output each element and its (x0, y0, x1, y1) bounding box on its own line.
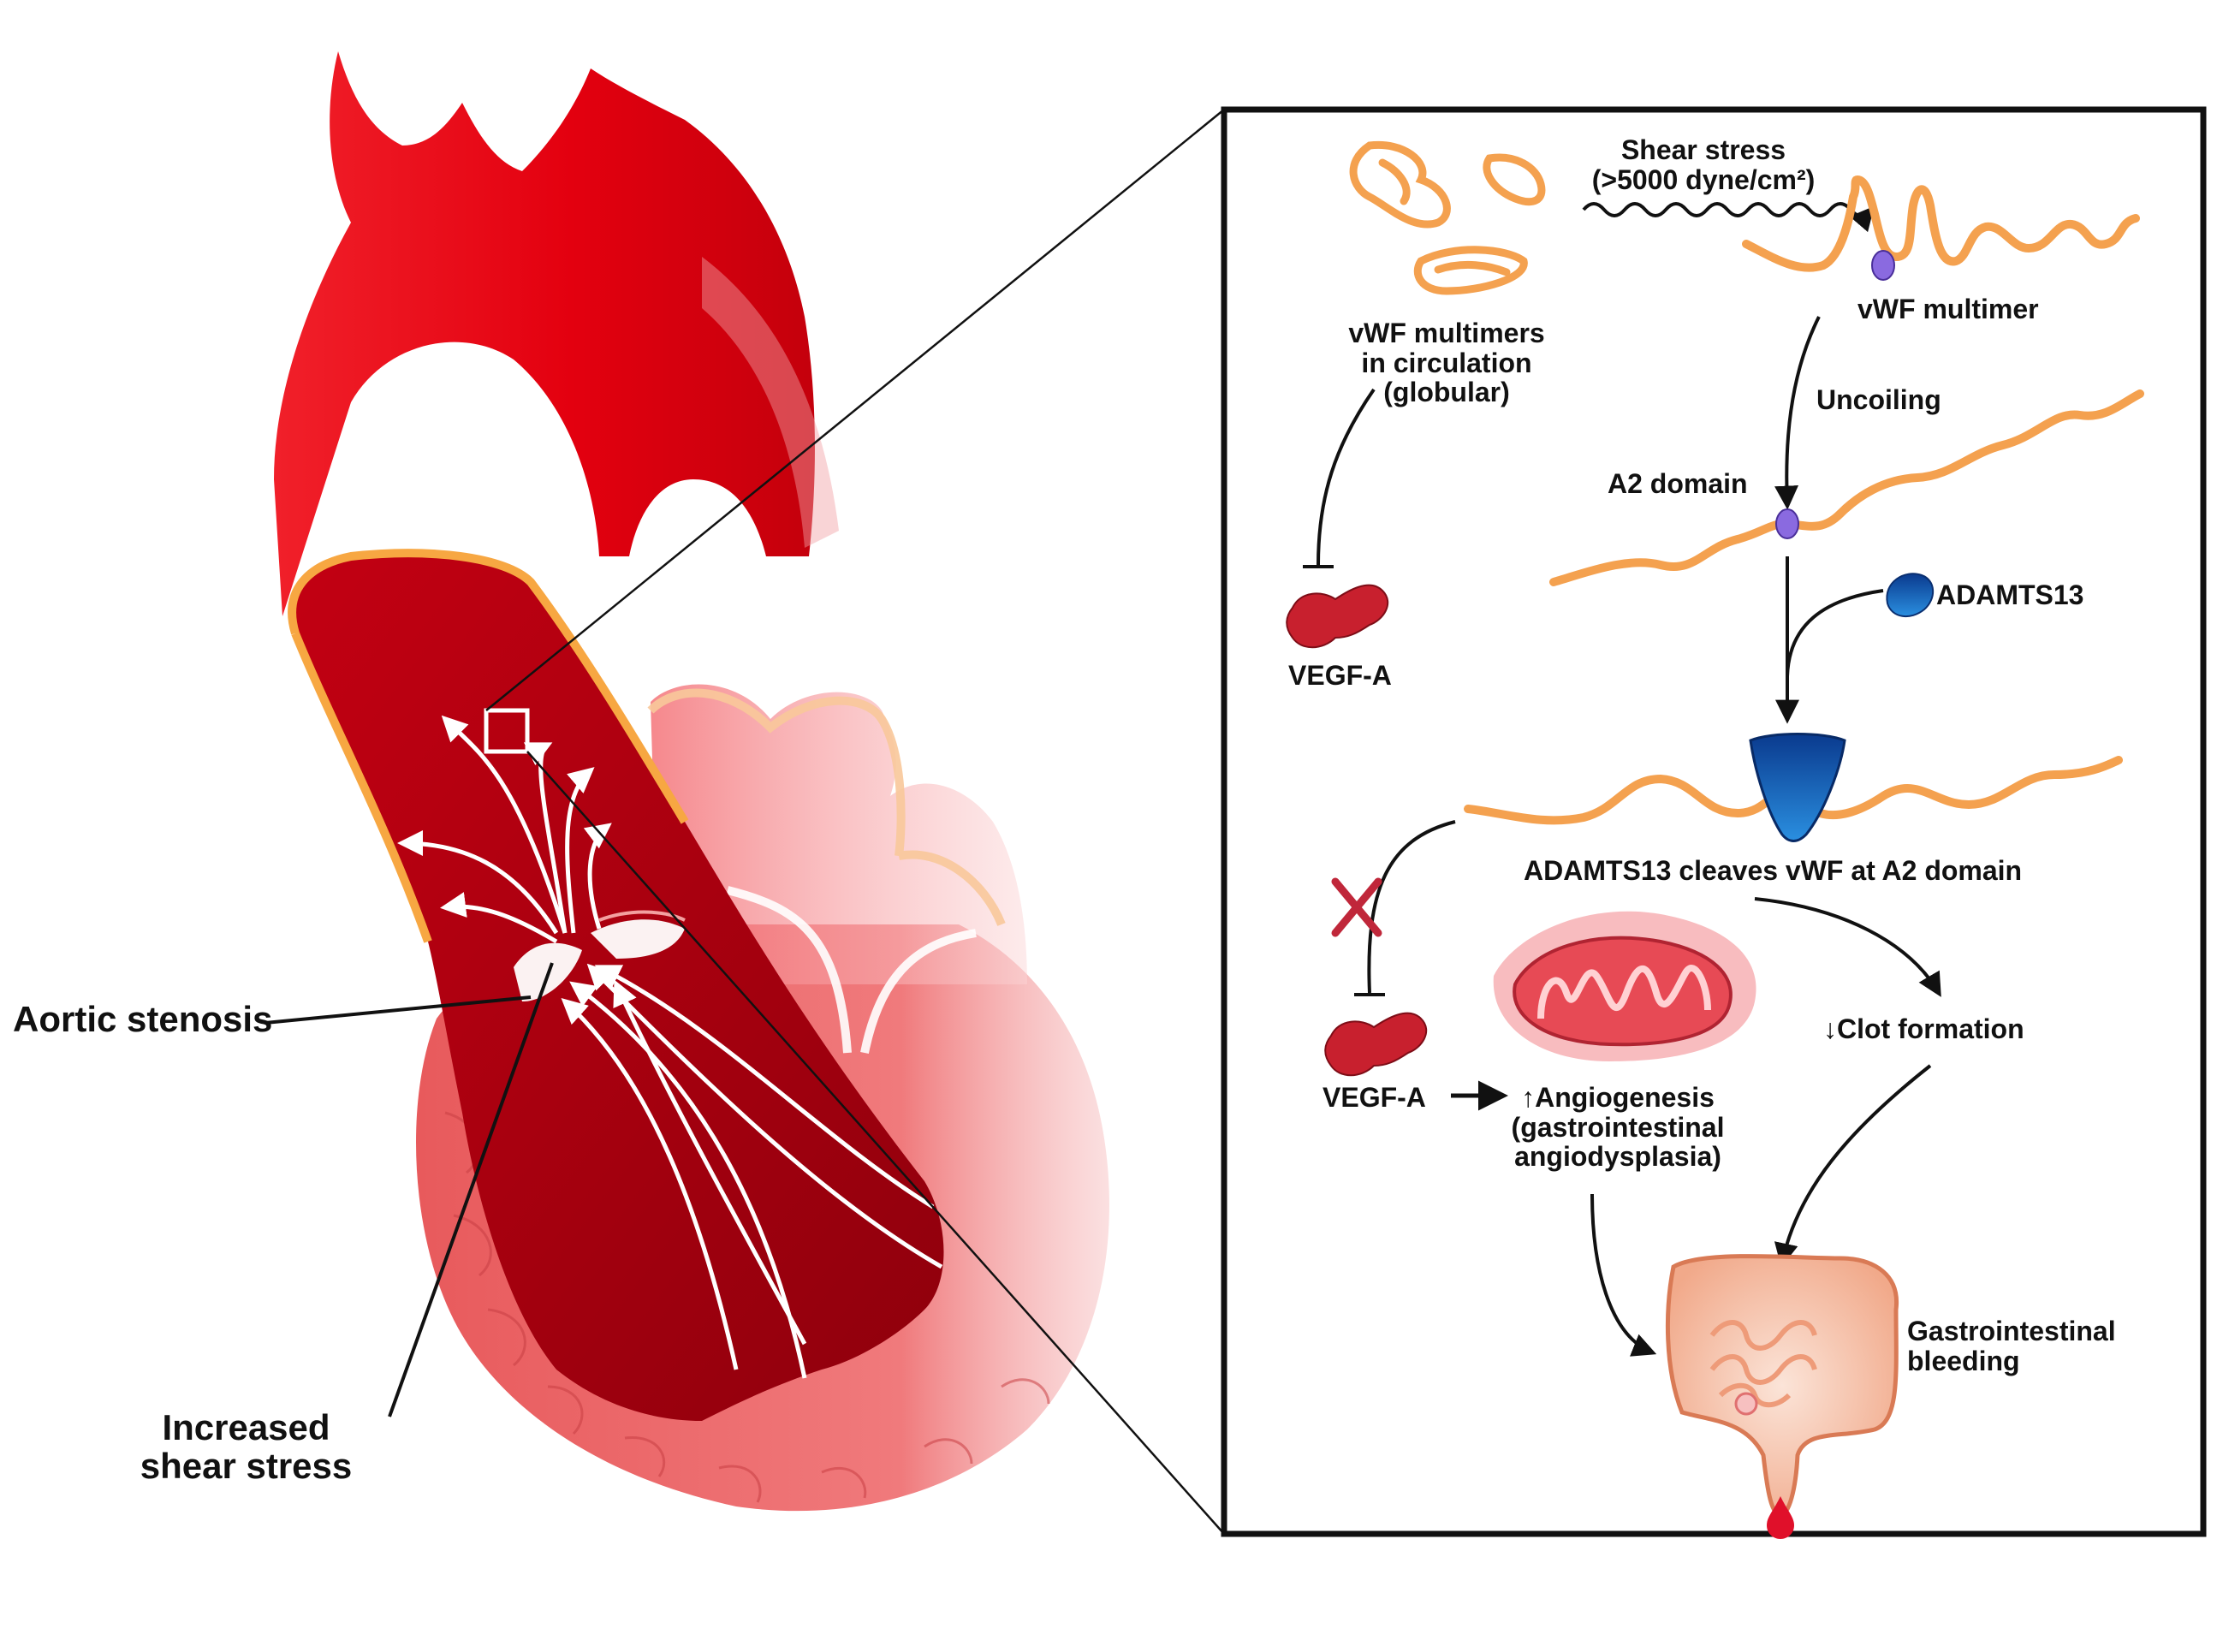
adamts13-icon (1886, 573, 1935, 617)
vwf-in-circulation-label: vWF multimers in circulation (globular) (1348, 318, 1545, 408)
vwf-cleaved (1464, 733, 2123, 842)
arrow-to-clot (1754, 897, 1941, 997)
blood-drop-icon (1767, 1496, 1794, 1539)
arrow-clot-to-bleeding (1774, 1064, 1932, 1268)
zoom-connectors (485, 109, 1225, 1535)
uncoiling-label: Uncoiling (1816, 384, 1941, 415)
vegf-a-label-bottom: VEGF-A (1322, 1082, 1426, 1113)
vwf-multimer-label: vWF multimer (1857, 294, 2039, 324)
a2-domain-label: A2 domain (1608, 468, 1748, 499)
intestine-icon (1665, 1254, 1899, 1518)
adamts13-label: ADAMTS13 (1936, 579, 2084, 610)
detail-panel (1221, 106, 2207, 1539)
a2-domain-marker-top (1871, 250, 1895, 281)
pointer-lines (264, 962, 554, 1417)
vwf-uncoiled (1549, 389, 2144, 586)
cleavage-label: ADAMTS13 cleaves vWF at A2 domain (1524, 855, 2023, 886)
zoom-box (484, 708, 530, 754)
vegf-a-icon-bottom (1324, 1012, 1428, 1077)
aortic-stenosis-label: Aortic stenosis (13, 999, 273, 1039)
blocked-x-icon (1331, 877, 1382, 937)
flow-arrows (397, 715, 943, 1379)
valve-chamber-outline (647, 688, 1006, 926)
angiogenesis-label: ↑Angiogenesis (gastrointestinal angiodys… (1511, 1082, 1725, 1173)
mitral-region (651, 684, 1027, 984)
a2-domain-marker (1775, 508, 1799, 539)
heart-illustration (274, 51, 1109, 1512)
arrow-to-cleavage (1775, 556, 1884, 724)
aortic-arch (274, 51, 815, 616)
shear-stress-wavy-arrow (1582, 202, 1875, 233)
arrow-angio-to-bleeding (1590, 1193, 1657, 1357)
vwf-globular-icon (1349, 140, 1546, 295)
adamts13-enzyme-icon (1749, 733, 1846, 842)
aortic-wall-rim (288, 549, 689, 943)
clot-formation-label: ↓Clot formation (1823, 1013, 2024, 1044)
gi-bleeding-label: Gastrointestinal bleeding (1907, 1316, 2116, 1376)
vwf-multimer-top (1742, 175, 2140, 281)
inhibit-top (1303, 388, 1376, 568)
aortic-arch-fade (702, 257, 839, 548)
inhibit-bottom (1354, 820, 1456, 996)
arrow-uncoiling (1774, 316, 1821, 510)
mitochondrion-icon (1493, 911, 1756, 1061)
vegf-a-icon-top (1286, 584, 1389, 649)
vegf-a-label-top: VEGF-A (1288, 660, 1392, 691)
increased-shear-stress-label: Increased shear stress (140, 1407, 353, 1487)
mitral-leaflets (726, 886, 977, 1054)
shear-stress-label: Shear stress (>5000 dyne/cm²) (1591, 134, 1816, 195)
